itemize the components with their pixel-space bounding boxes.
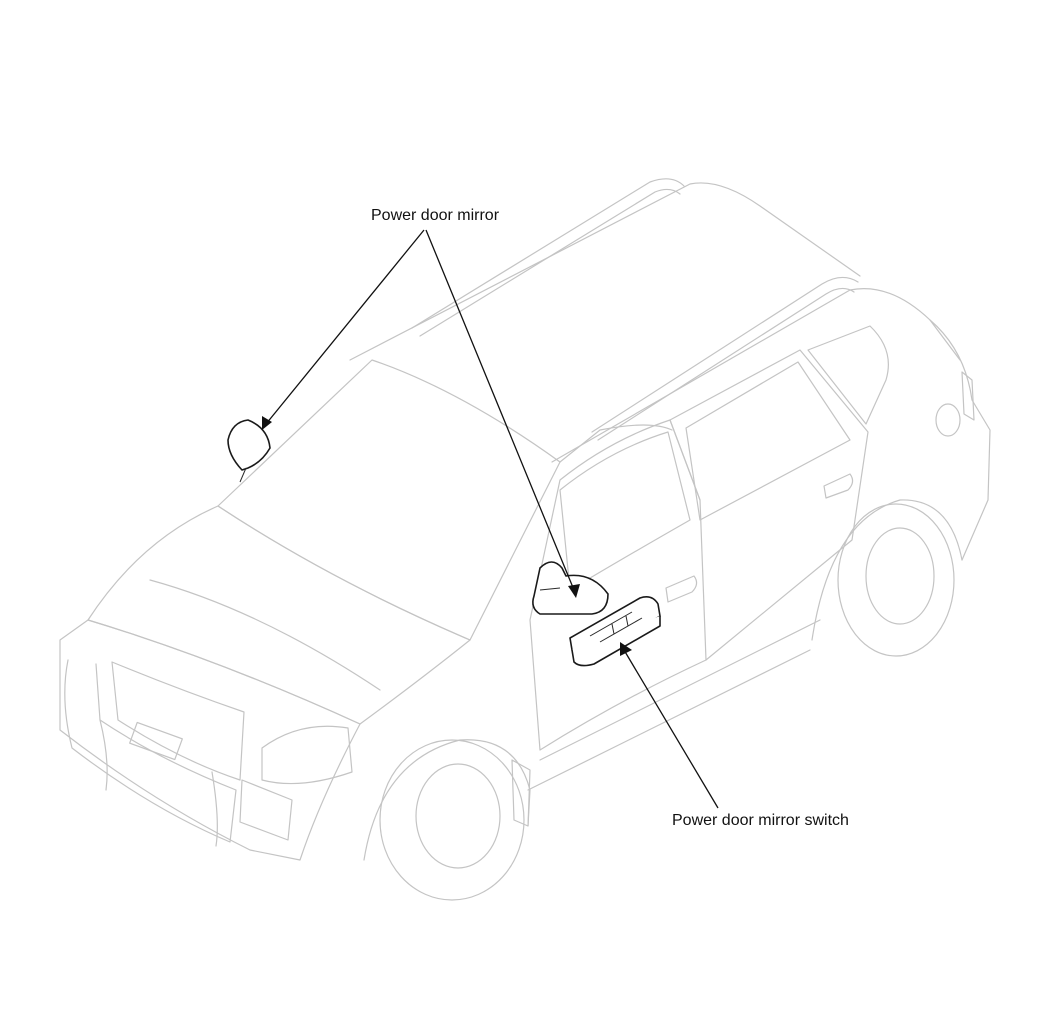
leader-switch <box>623 649 719 809</box>
bull-bar <box>64 659 237 843</box>
rear-door <box>669 349 869 661</box>
rocker-panel <box>527 619 821 791</box>
hood <box>87 505 471 725</box>
roof-rail-right <box>591 276 859 433</box>
roof-rail-right-inner <box>597 287 855 441</box>
vehicle-outline <box>59 178 991 901</box>
left-mirror-stalk <box>239 467 247 483</box>
front-fascia <box>59 619 361 861</box>
left-mirror-group <box>227 419 271 483</box>
switch-buttons <box>589 611 643 643</box>
roof-rail-left-inner <box>419 188 681 337</box>
mud-flap <box>511 759 531 827</box>
roof-edge-right <box>551 288 961 463</box>
hood-crease <box>149 579 381 691</box>
left-power-door-mirror <box>227 419 271 471</box>
switch-housing-base <box>571 616 661 667</box>
front-door-window <box>559 431 691 591</box>
fog-lamp <box>239 779 293 841</box>
a-pillar <box>559 424 673 463</box>
front-wheel-rim <box>415 763 501 869</box>
right-mirror-glass-edge <box>539 587 561 591</box>
arrowhead-switch <box>620 642 632 656</box>
roof-edge-left <box>349 182 861 361</box>
rear-wheel-rim <box>865 527 935 625</box>
rear-wheel-arch <box>811 499 963 641</box>
callout-power-door-mirror: Power door mirror <box>371 207 500 224</box>
front-wheel-arch <box>363 739 531 861</box>
front-door-handle <box>665 575 698 603</box>
leader-mirror-right <box>425 229 575 591</box>
grille <box>111 661 245 781</box>
roof-rail-left <box>411 178 685 329</box>
rear-pillar <box>929 319 991 561</box>
rear-wheel <box>837 503 955 657</box>
headlight <box>261 725 353 785</box>
leader-mirror-left <box>265 229 425 425</box>
rear-door-window <box>685 361 851 521</box>
fuel-door <box>935 403 961 437</box>
arrowhead-mirror-left <box>262 416 272 430</box>
tail-lamp <box>961 371 975 421</box>
quarter-window <box>807 325 889 425</box>
mirror-switch-group <box>569 596 661 667</box>
arrowhead-mirror-right <box>568 584 580 598</box>
windshield <box>217 359 561 641</box>
bull-bar-lower <box>99 719 218 847</box>
rear-door-handle <box>823 473 854 499</box>
leader-lines <box>262 229 719 809</box>
callout-power-door-mirror-switch: Power door mirror switch <box>672 812 849 829</box>
front-wheel <box>379 739 525 901</box>
